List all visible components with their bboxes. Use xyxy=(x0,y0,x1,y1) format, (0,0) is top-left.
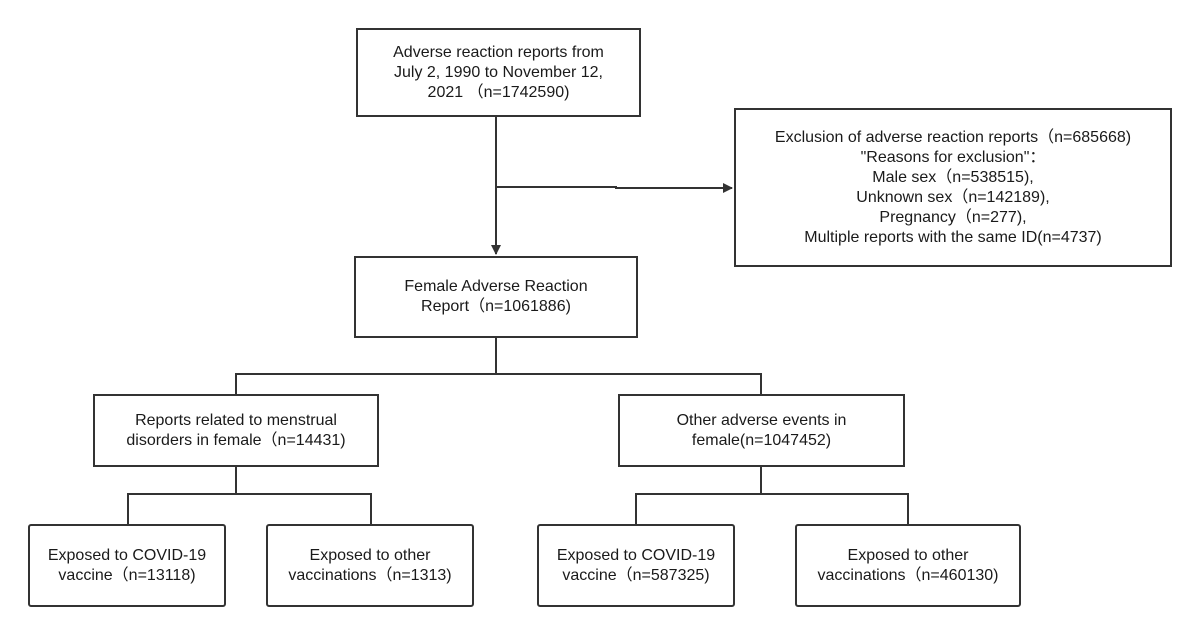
female-line-1: Female Adverse Reaction xyxy=(404,278,588,295)
menstrual-other-vaccinations-box: Exposed to other vaccinations（n=1313) xyxy=(266,524,474,607)
menstrual-other-line-1: Exposed to other xyxy=(309,546,431,564)
menstrual-covid-line-2: vaccine（n=13118) xyxy=(58,566,196,584)
other-events-line-1: Other adverse events in xyxy=(676,411,847,429)
menstrual-covid-line-1: Exposed to COVID-19 xyxy=(47,546,207,564)
menstrual-line-2: disorders in female（n=14431) xyxy=(126,431,346,449)
source-line-1: Adverse reaction reports from xyxy=(393,43,604,61)
other-other-vaccinations-box: Exposed to other vaccinations（n=460130) xyxy=(795,524,1021,607)
female-reports-box: Female Adverse Reaction Report（n=1061886… xyxy=(354,256,638,338)
exclusion-line-3: Male sex（n=538515), xyxy=(872,168,1034,186)
female-line-2: Report（n=1061886) xyxy=(421,298,571,315)
source-line-2: July 2, 1990 to November 12, xyxy=(393,63,603,81)
menstrual-line-1: Reports related to menstrual xyxy=(135,411,337,429)
other-adverse-events-box: Other adverse events in female(n=1047452… xyxy=(618,394,905,467)
other-covid-vaccine-box: Exposed to COVID-19 vaccine（n=587325) xyxy=(537,524,735,607)
other-other-line-1: Exposed to other xyxy=(847,546,969,564)
exclusion-line-2: "Reasons for exclusion"： xyxy=(860,148,1046,166)
other-other-line-2: vaccinations（n=460130) xyxy=(817,566,999,584)
menstrual-covid-vaccine-box: Exposed to COVID-19 vaccine（n=13118) xyxy=(28,524,226,607)
menstrual-other-line-2: vaccinations（n=1313) xyxy=(288,566,452,584)
other-events-line-2: female(n=1047452) xyxy=(691,431,832,449)
menstrual-disorders-box: Reports related to menstrual disorders i… xyxy=(93,394,379,467)
exclusion-line-6: Multiple reports with the same ID(n=4737… xyxy=(804,228,1102,246)
arrow-to-exclusion xyxy=(496,183,733,193)
exclusion-box: Exclusion of adverse reaction reports（n=… xyxy=(734,108,1172,267)
exclusion-line-5: Pregnancy（n=277), xyxy=(879,208,1027,226)
other-covid-line-2: vaccine（n=587325) xyxy=(562,566,710,584)
exclusion-line-4: Unknown sex（n=142189), xyxy=(856,188,1050,206)
exclusion-line-1: Exclusion of adverse reaction reports（n=… xyxy=(774,128,1132,146)
source-reports-box: Adverse reaction reports from July 2, 19… xyxy=(356,28,641,117)
source-line-3: 2021 （n=1742590) xyxy=(427,83,570,101)
other-covid-line-1: Exposed to COVID-19 xyxy=(556,546,716,564)
